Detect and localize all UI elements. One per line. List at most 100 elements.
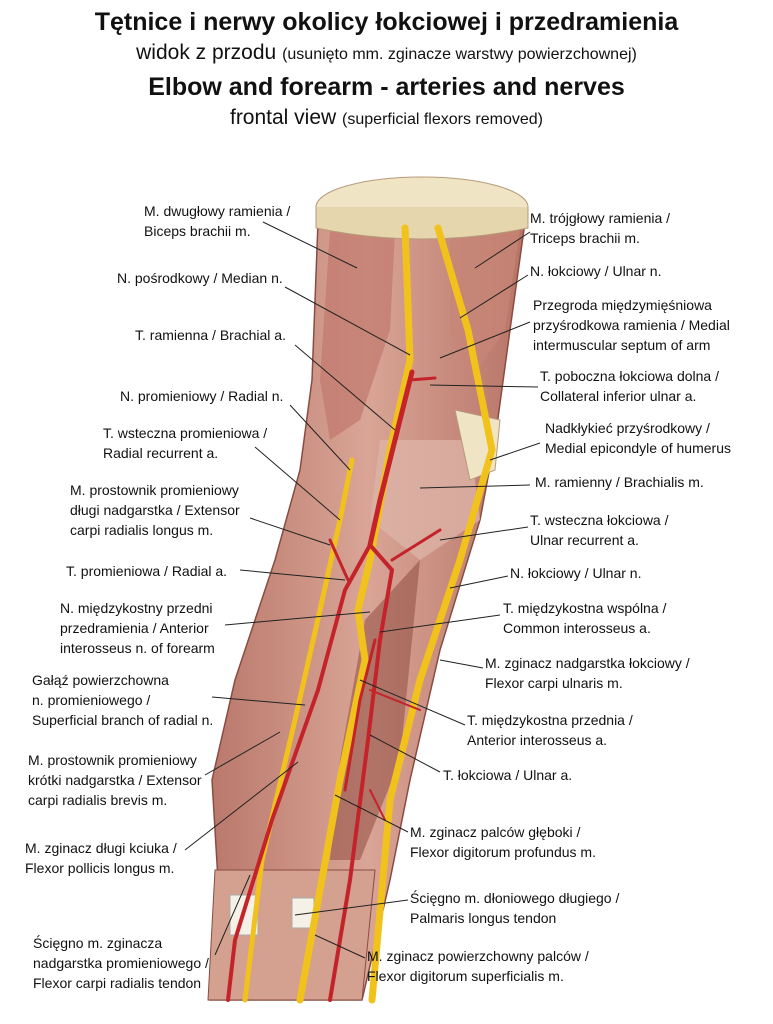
label-line: N. łokciowy / Ulnar n. [530,263,662,279]
label-line: długi nadgarstka / Extensor [70,502,240,518]
label-line: krótki nadgarstka / Extensor [28,772,202,788]
label-flexor-carpi-radialis-tendon: Ścięgno m. zginacza nadgarstka promieniow… [33,933,209,993]
label-brachial-artery: T. ramienna / Brachial a. [135,325,286,345]
label-line: M. ramienny / Brachialis m. [535,474,704,490]
ulnar-nerve [368,224,496,1004]
label-radial-nerve: N. promieniowy / Radial n. [120,386,283,406]
label-line: M. trójgłowy ramienia / [530,210,671,226]
label-line: T. promieniowa / Radial a. [66,563,228,579]
label-line: Przegroda międzymięśniowa [533,297,712,313]
proximal-cut-band [315,176,529,240]
label-line: Biceps brachii m. [144,223,251,239]
label-line: carpi radialis longus m. [70,522,214,538]
label-line: Palmaris longus tendon [410,910,557,926]
label-line: przyśrodkowa ramienia / Medial [533,317,730,333]
arteries [226,369,442,1002]
label-line: Flexor digitorum profundus m. [410,844,596,860]
label-superficial-branch-radial-nerve: Gałąź powierzchowna n. promieniowego / Sup… [32,670,213,730]
label-line: Radial recurrent a. [103,445,219,461]
label-line: Medial epicondyle of humerus [545,440,731,456]
label-line: intermuscular septum of arm [533,337,711,353]
artery-branches [369,689,421,821]
subtitle-polish-view: widok z przodu [136,41,277,64]
label-line: Ulnar recurrent a. [530,532,639,548]
label-line: T. międzykostna przednia / [467,712,633,728]
label-line: M. zginacz długi kciuka / [25,840,177,856]
label-line: Ścięgno m. dłoniowego długiego / [410,890,620,906]
label-line: M. prostownik promieniowy [70,482,239,498]
label-median-nerve: N. pośrodkowy / Median n. [117,268,283,288]
label-extensor-carpi-radialis-longus: M. prostownik promieniowy długi nadgarstk… [70,480,240,540]
subtitle-english-view: frontal view [229,106,337,129]
label-line: Collateral inferior ulnar a. [540,388,697,404]
label-anterior-interosseus-artery: T. międzykostna przednia / Anterior inter… [467,710,633,750]
label-line: Flexor pollicis longus m. [25,860,175,876]
median-nerve [296,224,414,1004]
radial-recurrent-artery [328,538,350,582]
label-radial-artery: T. promieniowa / Radial a. [66,561,227,581]
label-ulnar-artery: T. łokciowa / Ulnar a. [443,765,572,785]
label-line: przedramienia / Anterior [60,620,209,636]
label-palmaris-longus-tendon: Ścięgno m. dłoniowego długiego / Palmaris… [410,888,619,928]
label-line: interosseus n. of forearm [60,640,215,656]
label-common-interosseus-artery: T. międzykostna wspólna / Common inteross… [503,598,666,638]
arm-muscles [209,221,526,1001]
label-line: Triceps brachii m. [530,230,640,246]
label-line: Ścięgno m. zginacza [33,935,163,951]
label-line: M. prostownik promieniowy [28,752,197,768]
label-medial-intermuscular-septum: Przegroda międzymięśniowa przyśrodkowa ra… [533,295,730,355]
label-line: Flexor carpi ulnaris m. [485,675,623,691]
label-line: nadgarstka promieniowego / [33,955,209,971]
anterior-interosseus-artery [343,638,377,792]
label-flexor-digitorum-superficialis: M. zginacz powierzchowny palców / Flexor … [367,946,589,986]
collateral-inferior-ulnar-artery [408,376,437,382]
nerves [242,224,496,1004]
label-flexor-pollicis-longus: M. zginacz długi kciuka / Flexor pollicis… [25,838,177,878]
ulnar-recurrent-artery [390,528,442,562]
title-english: Elbow and forearm - arteries and nerves [148,73,625,101]
label-line: T. ramienna / Brachial a. [135,327,286,343]
label-triceps-brachii: M. trójgłowy ramienia / Triceps brachii m… [530,208,670,248]
label-line: T. łokciowa / Ulnar a. [443,767,573,783]
radial-nerve [242,457,355,1003]
label-flexor-carpi-ulnaris: M. zginacz nadgarstka łokciowy / Flexor c… [485,653,690,693]
label-line: T. wsteczna promieniowa / [103,425,268,441]
label-flexor-digitorum-profundus: M. zginacz palców głęboki / Flexor digito… [410,822,596,862]
label-line: N. łokciowy / Ulnar n. [510,565,642,581]
label-line: Flexor carpi radialis tendon [33,975,202,991]
leader-lines [184,221,541,959]
label-brachialis: M. ramienny / Brachialis m. [535,472,704,492]
label-line: Nadkłykieć przyśrodkowy / [545,420,710,436]
label-collateral-inferior-ulnar-artery: T. poboczna łokciowa dolna /Collateral i… [540,366,719,406]
label-line: M. dwugłowy ramienia / [144,203,291,219]
subtitle-english-note: (superficial flexors removed) [342,111,543,128]
label-line: M. zginacz palców głęboki / [410,824,581,840]
label-radial-recurrent-artery: T. wsteczna promieniowa / Radial recurren… [103,423,267,463]
label-line: T. międzykostna wspólna / [503,600,667,616]
subtitle-polish: widok z przodu (usunięto mm. zginacze wa… [0,41,773,65]
label-line: carpi radialis brevis m. [28,792,168,808]
label-line: Common interosseus a. [503,620,651,636]
label-line: M. zginacz powierzchowny palców / [367,948,589,964]
label-line: M. zginacz nadgarstka łokciowy / [485,655,690,671]
radial-artery [226,543,372,1002]
label-line: Anterior interosseus a. [467,732,608,748]
label-line: Gałąź powierzchowna [32,672,169,688]
label-ulnar-recurrent-artery: T. wsteczna łokciowa / Ulnar recurrent a. [530,510,669,550]
subtitle-polish-note: (usunięto mm. zginacze warstwy powierzch… [282,46,637,63]
label-line: Flexor digitorum superficialis m. [367,968,564,984]
title-polish: Tętnice i nerwy okolicy łokciowej i prze… [94,8,679,36]
label-line: N. promieniowy / Radial n. [120,388,284,404]
label-ulnar-nerve-lower: N. łokciowy / Ulnar n. [510,563,641,583]
label-line: N. pośrodkowy / Median n. [117,270,283,286]
label-line: Superficial branch of radial n. [32,712,214,728]
label-anterior-interosseus-nerve: N. międzykostny przedni przedramienia / A… [60,598,215,658]
label-line: T. wsteczna łokciowa / [530,512,669,528]
ulnar-artery [328,543,395,1002]
label-line: n. promieniowego / [32,692,151,708]
subtitle-english: frontal view (superficial flexors remove… [0,106,773,130]
label-ulnar-nerve-upper: N. łokciowy / Ulnar n. [530,261,661,281]
label-line: N. międzykostny przedni [60,600,213,616]
label-biceps-brachii: M. dwugłowy ramienia / Biceps brachii m. [144,201,290,241]
